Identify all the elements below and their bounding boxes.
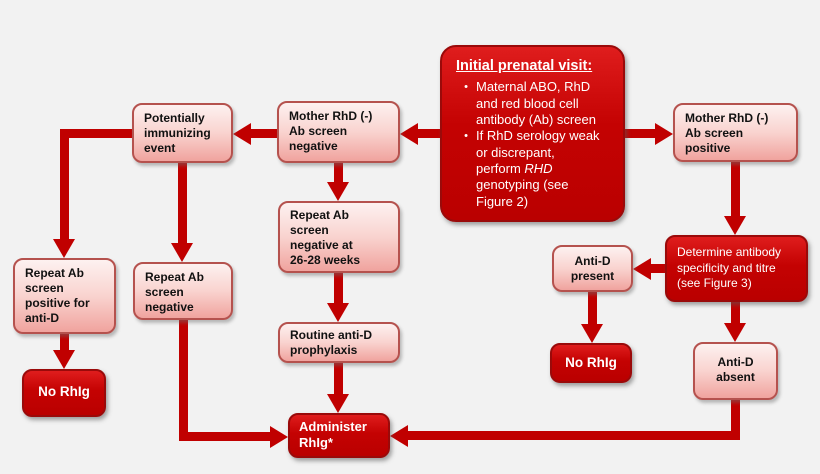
arrowhead-initial-to-motherneg	[400, 123, 418, 145]
arrowhead-elbow-to-repeatpos	[53, 239, 75, 258]
arrowhead-antidpresent-to-norhig	[581, 324, 603, 343]
arrow-line-antidpresent-to-norhig	[588, 292, 597, 325]
arrow-line-repeatneg-horizontal	[179, 432, 270, 441]
node-repeat-ab-negative: Repeat Ab screen negative	[133, 262, 233, 320]
arrowhead-motherneg-to-repeat2628	[327, 182, 349, 201]
initial-visit-title: Initial prenatal visit:	[456, 58, 593, 74]
arrowhead-initial-to-motherpos	[655, 123, 673, 145]
arrowhead-antidabsent-to-administer	[390, 425, 408, 447]
node-administer-rhig: Administer RhIg*	[288, 413, 390, 458]
arrowhead-motherpos-to-determine	[724, 216, 746, 235]
arrow-line-routine-to-administer	[334, 363, 343, 395]
arrow-line-repeatneg-vertical	[179, 320, 188, 441]
arrowhead-repeat2628-to-routine	[327, 303, 349, 322]
arrow-line-repeatpos-to-norhig	[60, 334, 69, 351]
node-anti-d-present: Anti-D present	[552, 245, 633, 292]
node-anti-d-absent: Anti-D absent	[693, 342, 778, 400]
arrowhead-motherneg-to-potentially	[233, 123, 251, 145]
arrowhead-determine-to-antidabsent	[724, 323, 746, 342]
arrowhead-potentially-to-repeatneg	[171, 243, 193, 262]
node-routine-anti-d-prophylaxis: Routine anti-D prophylaxis	[278, 322, 400, 363]
arrow-line-potentially-elbow-vertical	[60, 129, 69, 240]
arrow-line-antidabsent-vertical	[731, 400, 740, 440]
bullet-icon: •	[464, 81, 468, 94]
arrowhead-repeatpos-to-norhig	[53, 350, 75, 369]
arrow-line-initial-to-motherneg	[418, 129, 440, 138]
node-no-rhig-left: No RhIg	[22, 369, 106, 417]
initial-visit-bullet-2: • If RhD serology weak or discrepant, pe…	[456, 128, 615, 210]
arrow-line-repeat2628-to-routine	[334, 273, 343, 304]
arrow-line-motherneg-to-potentially	[251, 129, 277, 138]
node-determine-antibody-specificity: Determine antibody specificity and titre…	[665, 235, 808, 302]
arrow-line-initial-to-motherpos	[625, 129, 655, 138]
bullet-text-post: genotyping (see Figure 2)	[476, 177, 569, 209]
arrow-line-potentially-elbow-horizontal	[60, 129, 132, 138]
arrow-line-determine-to-antidpresent	[651, 264, 665, 273]
bullet-text-pre: If RhD serology weak or discrepant, perf…	[476, 128, 600, 176]
node-no-rhig-right: No RhIg	[550, 343, 632, 383]
arrow-line-motherpos-to-determine	[731, 162, 740, 217]
node-initial-prenatal-visit: Initial prenatal visit: • Maternal ABO, …	[440, 45, 625, 222]
arrow-line-antidabsent-horizontal	[408, 431, 740, 440]
node-potentially-immunizing-event: Potentially immunizing event	[132, 103, 233, 163]
arrow-line-potentially-to-repeatneg	[178, 163, 187, 244]
bullet-text: Maternal ABO, RhD and red blood cell ant…	[476, 79, 596, 127]
node-repeat-ab-26-28-weeks: Repeat Ab screen negative at 26-28 weeks	[278, 201, 400, 273]
arrow-line-determine-to-antidabsent	[731, 302, 740, 324]
bullet-text-italic-gene: RHD	[524, 161, 553, 176]
bullet-text: If RhD serology weak or discrepant, perf…	[476, 128, 600, 210]
arrowhead-repeatneg-to-administer	[270, 426, 288, 448]
bullet-icon: •	[464, 130, 468, 143]
arrowhead-routine-to-administer	[327, 394, 349, 413]
arrowhead-determine-to-antidpresent	[633, 258, 651, 280]
initial-visit-bullet-1: • Maternal ABO, RhD and red blood cell a…	[456, 79, 615, 128]
node-mother-rhd-positive: Mother RhD (-) Ab screen positive	[673, 103, 798, 162]
node-mother-rhd-negative: Mother RhD (-) Ab screen negative	[277, 101, 400, 163]
arrow-line-motherneg-to-repeat2628	[334, 163, 343, 183]
node-repeat-ab-positive-anti-d: Repeat Ab screen positive for anti-D	[13, 258, 116, 334]
